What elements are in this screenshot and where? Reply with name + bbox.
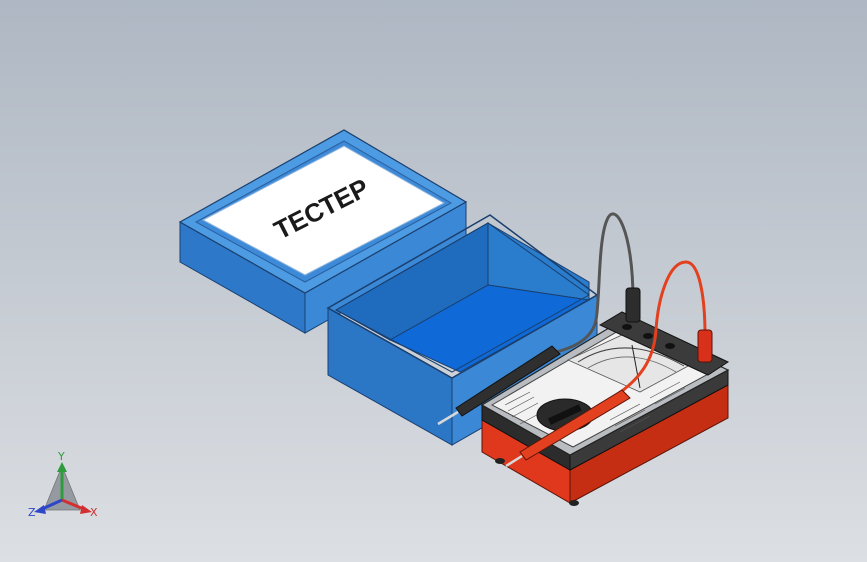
tester-jack-strip [598, 311, 730, 376]
tester-selector-pointer [547, 404, 582, 425]
red-probe-tip [505, 454, 523, 468]
tester-jack-3 [665, 343, 675, 349]
black-probe-tip [437, 410, 459, 426]
axis-triad[interactable]: Y X Z [28, 450, 98, 519]
triad-x-label: X [90, 506, 98, 519]
triad-z-arrow [34, 505, 46, 514]
tester-foot-1 [495, 458, 505, 464]
red-probe-body [519, 389, 631, 461]
tester-jack-1 [622, 324, 632, 330]
tester-range-markings [504, 381, 686, 433]
red-lead-cable [611, 260, 707, 400]
multimeter [480, 311, 730, 506]
triad-x-arrow [80, 505, 92, 514]
red-lead-plug [697, 329, 713, 363]
black-lead-plug [625, 287, 641, 323]
black-probe-body [455, 345, 561, 417]
test-lead-black [437, 212, 641, 426]
tester-foot-2 [569, 500, 579, 506]
tester-jack-2 [643, 333, 653, 339]
open-box [326, 214, 599, 446]
test-lead-red [505, 260, 713, 468]
black-lead-cable [555, 212, 635, 354]
tester-scale-arc [577, 347, 685, 367]
tester-scale-arc-2 [587, 356, 677, 373]
box-rim-inner [335, 222, 590, 373]
triad-y-arrow [57, 462, 67, 472]
box-lid: ТЕСТЕР [178, 129, 468, 334]
lid-label-panel [201, 145, 446, 276]
tester-needle [631, 344, 641, 389]
triad-z-label: Z [28, 506, 36, 519]
triad-y-label: Y [57, 450, 65, 463]
